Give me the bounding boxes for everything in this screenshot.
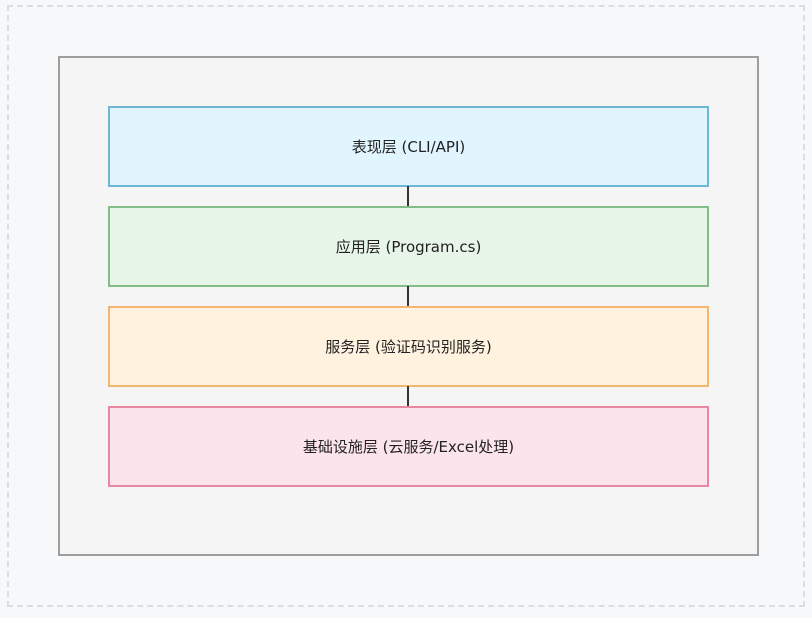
connector-application-service: [407, 286, 409, 306]
infrastructure-layer-label: 基础设施层 (云服务/Excel处理): [302, 438, 515, 456]
presentation-layer-box: 表现层 (CLI/API): [108, 106, 709, 187]
service-layer-box: 服务层 (验证码识别服务): [108, 306, 709, 387]
connector-presentation-application: [407, 186, 409, 206]
application-layer-label: 应用层 (Program.cs): [335, 238, 482, 256]
connector-service-infrastructure: [407, 386, 409, 406]
presentation-layer-label: 表现层 (CLI/API): [351, 138, 466, 156]
application-layer-box: 应用层 (Program.cs): [108, 206, 709, 287]
infrastructure-layer-box: 基础设施层 (云服务/Excel处理): [108, 406, 709, 487]
service-layer-label: 服务层 (验证码识别服务): [325, 338, 492, 356]
